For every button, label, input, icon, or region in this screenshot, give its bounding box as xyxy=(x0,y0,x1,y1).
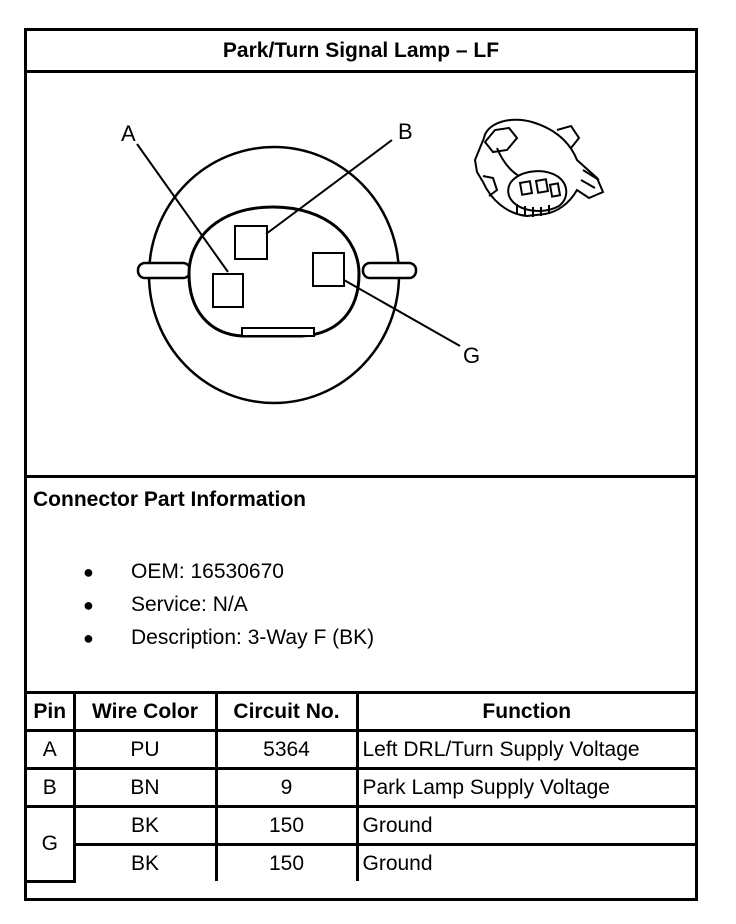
right-latch-ear xyxy=(361,261,418,280)
table-row: B BN 9 Park Lamp Supply Voltage xyxy=(27,767,695,808)
oem-number: OEM: 16530670 xyxy=(131,560,284,583)
leader-line-g xyxy=(343,279,461,347)
function-cell: Ground xyxy=(355,805,695,846)
circuit-cell: 5364 xyxy=(214,729,359,770)
circuit-cell: 150 xyxy=(214,843,359,881)
connector-isometric-icon xyxy=(473,118,605,218)
callout-label-a: A xyxy=(121,121,136,146)
connector-sheet: Park/Turn Signal Lamp – LF xyxy=(24,28,698,901)
leader-line-a xyxy=(136,143,229,273)
bullet-icon: ● xyxy=(83,562,94,582)
circuit-cell: 9 xyxy=(214,767,359,808)
column-header-pin: Pin xyxy=(27,694,76,732)
function-cell: Left DRL/Turn Supply Voltage xyxy=(355,729,695,770)
terminal-a xyxy=(212,273,244,308)
table-row: G BK 150 Ground xyxy=(27,805,695,883)
wire-color-cell: BN xyxy=(72,767,218,808)
circuit-cell: 150 xyxy=(214,805,359,846)
cavity-key xyxy=(241,327,315,337)
table-row: A PU 5364 Left DRL/Turn Supply Voltage xyxy=(27,729,695,770)
pin-table: Pin Wire Color Circuit No. Function A PU… xyxy=(27,694,695,883)
connector-figure: A B G xyxy=(27,73,695,475)
bullet-icon: ● xyxy=(83,628,94,648)
function-cell: Park Lamp Supply Voltage xyxy=(355,767,695,808)
function-cell: Ground xyxy=(355,843,695,881)
terminal-b xyxy=(234,225,268,260)
callout-label-b: B xyxy=(398,119,413,144)
bullet-icon: ● xyxy=(83,595,94,615)
terminal-g xyxy=(312,252,345,287)
wire-color-cell: PU xyxy=(72,729,218,770)
connector-description: Description: 3-Way F (BK) xyxy=(131,626,375,649)
service-number: Service: N/A xyxy=(131,593,248,616)
wire-color-cell: BK xyxy=(72,805,218,846)
pin-cell: B xyxy=(27,767,76,808)
wire-color-cell: BK xyxy=(74,843,218,881)
column-header-function: Function xyxy=(355,694,695,732)
section-heading: Connector Part Information xyxy=(33,488,307,511)
page-title: Park/Turn Signal Lamp – LF xyxy=(27,31,695,73)
table-row: BK 150 Ground xyxy=(27,843,695,881)
connector-part-information: Connector Part Information ● OEM: 165306… xyxy=(27,475,695,694)
leader-line-b xyxy=(265,139,393,235)
pin-cell: A xyxy=(27,729,76,770)
pin-cell: G xyxy=(27,805,76,883)
table-header-row: Pin Wire Color Circuit No. Function xyxy=(27,694,695,732)
connector-end-view-diagram xyxy=(136,118,605,405)
callout-label-g: G xyxy=(463,343,481,368)
column-header-circuit: Circuit No. xyxy=(214,694,359,732)
column-header-wire-color: Wire Color xyxy=(72,694,218,732)
left-latch-ear xyxy=(136,261,192,280)
